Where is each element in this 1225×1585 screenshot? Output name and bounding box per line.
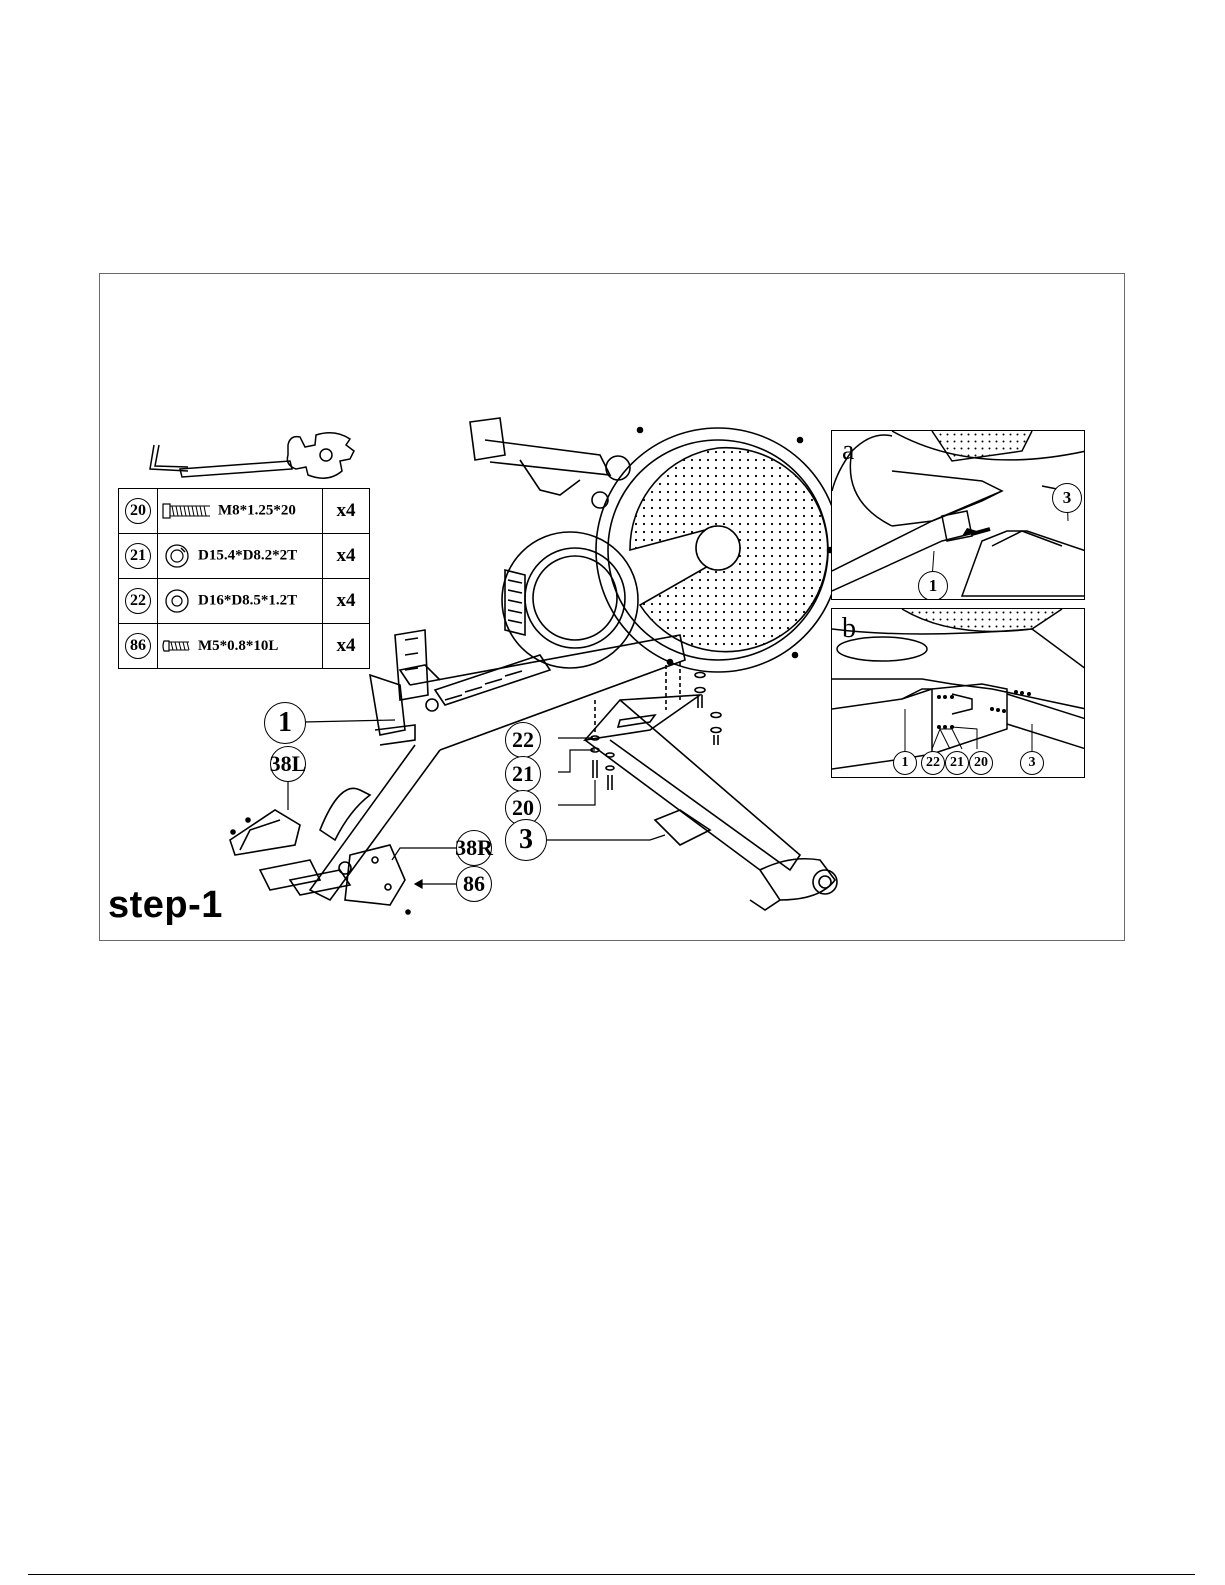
part-number: 86: [125, 633, 151, 659]
inset-a: a 1 3: [831, 430, 1085, 600]
split-washer-icon: [162, 543, 192, 569]
callout-cover-left: 38L: [270, 746, 306, 782]
inset-b-callout: 1: [893, 751, 917, 775]
callout-washer-flat: 22: [505, 722, 541, 758]
part-number: 21: [125, 543, 151, 569]
inset-b-callout: 20: [969, 751, 993, 775]
inset-a-callout-frame: 1: [918, 571, 948, 600]
cover-left: [230, 810, 300, 855]
callout-screw: 86: [456, 866, 492, 902]
inset-a-drawing: [832, 431, 1085, 600]
inset-letter: b: [842, 613, 856, 645]
small-housing: [502, 532, 638, 668]
step-label: step-1: [108, 884, 223, 927]
page-bottom-rule: [28, 1574, 1195, 1575]
inset-b-callout: 22: [921, 751, 945, 775]
inset-letter: a: [842, 435, 854, 467]
inset-a-callout-stabilizer: 3: [1052, 483, 1082, 513]
handle-arm: [470, 418, 630, 508]
rear-stabilizer: [585, 695, 837, 910]
cover-right: [345, 845, 410, 914]
callout-frame: 1: [264, 702, 306, 744]
part-number: 22: [125, 588, 151, 614]
part-number: 20: [125, 498, 151, 524]
allen-key-icon: [150, 445, 188, 471]
callout-cover-right: 38R: [456, 830, 492, 866]
fan-housing: [596, 428, 840, 673]
inset-b-callout: 21: [945, 751, 969, 775]
inset-b: b 1 22 21 20 3: [831, 608, 1085, 778]
screw-icon: [162, 639, 192, 653]
inset-b-callout: 3: [1020, 751, 1044, 775]
callout-stabilizer: 3: [505, 819, 547, 861]
flat-washer-icon: [162, 588, 192, 614]
callout-washer-split: 21: [505, 756, 541, 792]
